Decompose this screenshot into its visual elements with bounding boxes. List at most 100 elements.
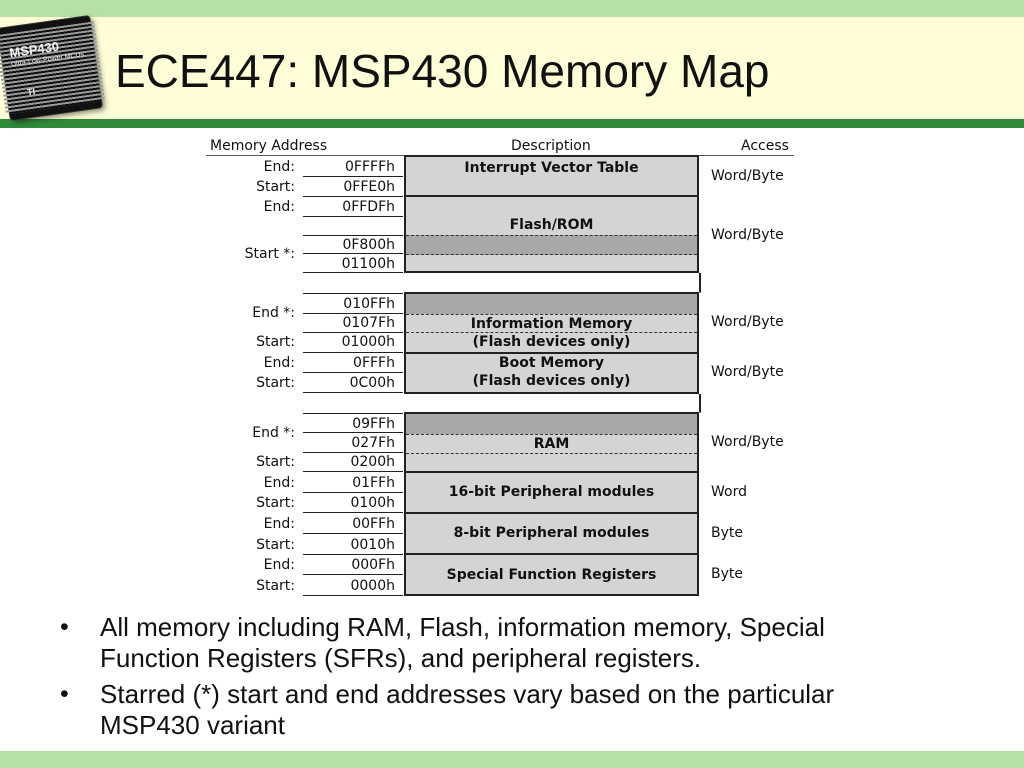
address-value: 0C00h xyxy=(349,375,395,391)
address-value: 0F800h xyxy=(342,237,395,253)
address-value: 0010h xyxy=(350,537,395,553)
addr-label: Start *: xyxy=(244,246,295,262)
variant-region xyxy=(406,235,697,255)
address-value: 0100h xyxy=(350,495,395,511)
block-special-function-registers: Special Function Registers xyxy=(404,553,699,596)
address-value: 0FFE0h xyxy=(343,179,395,195)
addr-label: Start: xyxy=(256,334,295,350)
top-band xyxy=(0,0,1024,17)
block-label: Boot Memory xyxy=(498,355,605,371)
block-ram: RAM xyxy=(404,412,699,473)
address-underline xyxy=(303,413,403,414)
title-divider xyxy=(0,119,1024,128)
slide-title: ECE447: MSP430 Memory Map xyxy=(115,45,770,97)
address-underline xyxy=(303,574,403,575)
block-boot-memory: Boot Memory (Flash devices only) xyxy=(404,352,699,394)
access-value: Byte xyxy=(711,525,743,541)
addr-label: Start: xyxy=(256,578,295,594)
dashed-divider xyxy=(406,453,697,454)
addr-label: Start: xyxy=(256,495,295,511)
address-underline xyxy=(303,253,403,254)
addr-label: End: xyxy=(263,159,295,175)
header-access: Access xyxy=(741,138,789,154)
dashed-divider xyxy=(406,332,697,333)
bullet-marker: • xyxy=(60,680,69,708)
addr-label: Start: xyxy=(256,179,295,195)
address-value: 0000h xyxy=(350,578,395,594)
bottom-band xyxy=(0,751,1024,768)
access-value: Word/Byte xyxy=(711,168,784,184)
access-value: Word/Byte xyxy=(711,364,784,380)
addr-label: End *: xyxy=(252,425,295,441)
address-underline xyxy=(303,235,403,236)
block-label: RAM xyxy=(533,436,570,452)
header-memory-address: Memory Address xyxy=(210,138,328,154)
access-value: Word/Byte xyxy=(711,314,784,330)
addr-label: End: xyxy=(263,199,295,215)
address-underline xyxy=(303,332,403,333)
address-value: 01000h xyxy=(341,334,395,350)
address-value: 027Fh xyxy=(351,435,395,451)
addr-label: Start: xyxy=(256,454,295,470)
bullet-text: Starred (*) start and end addresses vary… xyxy=(100,679,835,740)
address-value: 00FFh xyxy=(352,516,395,532)
access-value: Byte xyxy=(711,566,743,582)
address-value: 000Fh xyxy=(351,557,395,573)
addr-label: End: xyxy=(263,557,295,573)
address-value: 0FFDFh xyxy=(342,199,395,215)
bullet-marker: • xyxy=(60,613,69,641)
block-label: (Flash devices only) xyxy=(472,373,631,389)
address-value: 0FFFh xyxy=(353,355,395,371)
access-value: Word xyxy=(711,484,747,500)
block-label: 16-bit Peripheral modules xyxy=(448,484,655,500)
address-underline xyxy=(303,196,403,197)
addr-label: End: xyxy=(263,355,295,371)
address-underline xyxy=(303,372,403,373)
gap-border xyxy=(699,273,701,293)
block-label: (Flash devices only) xyxy=(472,334,631,350)
address-underline xyxy=(303,176,403,177)
dashed-divider xyxy=(406,314,697,315)
address-underline xyxy=(303,554,403,555)
block-16bit-peripherals: 16-bit Peripheral modules xyxy=(404,471,699,514)
address-value: 010FFh xyxy=(343,296,395,312)
access-value: Word/Byte xyxy=(711,227,784,243)
addr-label: Start: xyxy=(256,375,295,391)
address-value: 0200h xyxy=(350,454,395,470)
address-underline xyxy=(303,352,403,353)
block-8bit-peripherals: 8-bit Peripheral modules xyxy=(404,512,699,555)
address-underline xyxy=(303,452,403,453)
title-area xyxy=(0,17,1024,119)
block-flash-rom: Flash/ROM xyxy=(404,195,699,273)
block-label: 8-bit Peripheral modules xyxy=(453,525,650,541)
address-underline xyxy=(303,392,403,393)
address-underline xyxy=(303,595,403,596)
address-underline xyxy=(303,512,403,513)
block-information-memory: Information Memory (Flash devices only) xyxy=(404,292,699,354)
dashed-divider xyxy=(406,235,697,236)
addr-label: End *: xyxy=(252,305,295,321)
address-underline xyxy=(303,313,403,314)
address-value: 01100h xyxy=(341,256,395,272)
addr-label: Start: xyxy=(256,537,295,553)
block-label: Flash/ROM xyxy=(509,217,594,233)
address-value: 0107Fh xyxy=(342,315,395,331)
address-value: 09FFh xyxy=(352,416,395,432)
access-value: Word/Byte xyxy=(711,434,784,450)
variant-region xyxy=(406,294,697,314)
address-underline xyxy=(303,272,403,273)
address-underline xyxy=(303,533,403,534)
dashed-divider xyxy=(406,434,697,435)
addr-label: End: xyxy=(263,475,295,491)
gap-border xyxy=(699,394,701,413)
address-underline xyxy=(303,432,403,433)
block-label: Interrupt Vector Table xyxy=(464,160,639,176)
header-description: Description xyxy=(511,138,591,154)
address-underline xyxy=(303,293,403,294)
block-interrupt-vector-table: Interrupt Vector Table xyxy=(404,155,699,197)
address-underline xyxy=(303,216,403,217)
address-value: 0FFFFh xyxy=(345,159,395,175)
variant-region xyxy=(406,414,697,434)
block-label: Information Memory xyxy=(470,316,633,332)
